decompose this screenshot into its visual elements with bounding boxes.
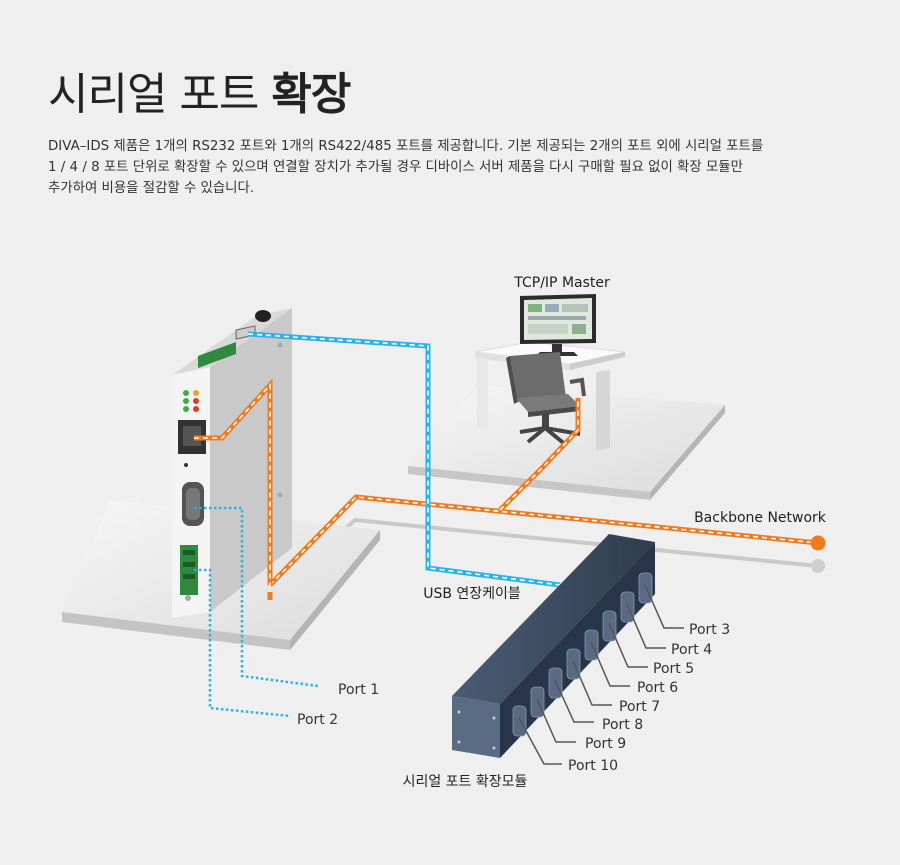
device-ethernet-cable: [194, 378, 273, 585]
title-bold: 확장: [271, 69, 351, 120]
backbone-endpoint: [810, 535, 826, 551]
chair-icon: [506, 352, 586, 447]
module-port-leaders: [518, 584, 684, 765]
port5-label: Port 5: [653, 661, 694, 677]
backbone-label: Backbone Network: [694, 510, 827, 526]
port6-label: Port 6: [637, 680, 678, 696]
port8-label: Port 8: [602, 717, 643, 733]
port1-cable: [194, 506, 319, 688]
description-line-2: 1 / 4 / 8 포트 단위로 확장할 수 있으며 연결할 장치가 추가될 경…: [48, 160, 743, 175]
description: DIVA–IDS 제품은 1개의 RS232 포트와 1개의 RS422/485…: [48, 136, 868, 199]
usb-extension-cable: [247, 331, 561, 588]
backbone-gray-endpoint: [811, 559, 825, 573]
description-line-1: DIVA–IDS 제품은 1개의 RS232 포트와 1개의 RS422/485…: [48, 139, 764, 154]
port2-cable: [194, 568, 291, 718]
description-line-3: 추가하여 비용을 절감할 수 있습니다.: [48, 181, 255, 196]
port3-label: Port 3: [689, 622, 730, 638]
page-title: 시리얼 포트 확장: [48, 58, 351, 122]
backbone-cable: [267, 398, 819, 600]
port4-label: Port 4: [671, 642, 712, 658]
port9-label: Port 9: [585, 736, 626, 752]
title-normal: 시리얼 포트: [48, 69, 259, 120]
monitor-icon: [520, 294, 596, 356]
port7-label: Port 7: [619, 699, 660, 715]
module-port-labels: Port 3 Port 4 Port 5 Port 6 Port 7 Port …: [568, 622, 730, 774]
port2-label: Port 2: [297, 712, 338, 728]
module-label: 시리얼 포트 확장모듈: [403, 774, 528, 790]
port10-label: Port 10: [568, 758, 618, 774]
usb-cable-label: USB 연장케이블: [423, 586, 521, 602]
tcp-master-label: TCP/IP Master: [513, 275, 610, 291]
port1-label: Port 1: [338, 682, 379, 698]
